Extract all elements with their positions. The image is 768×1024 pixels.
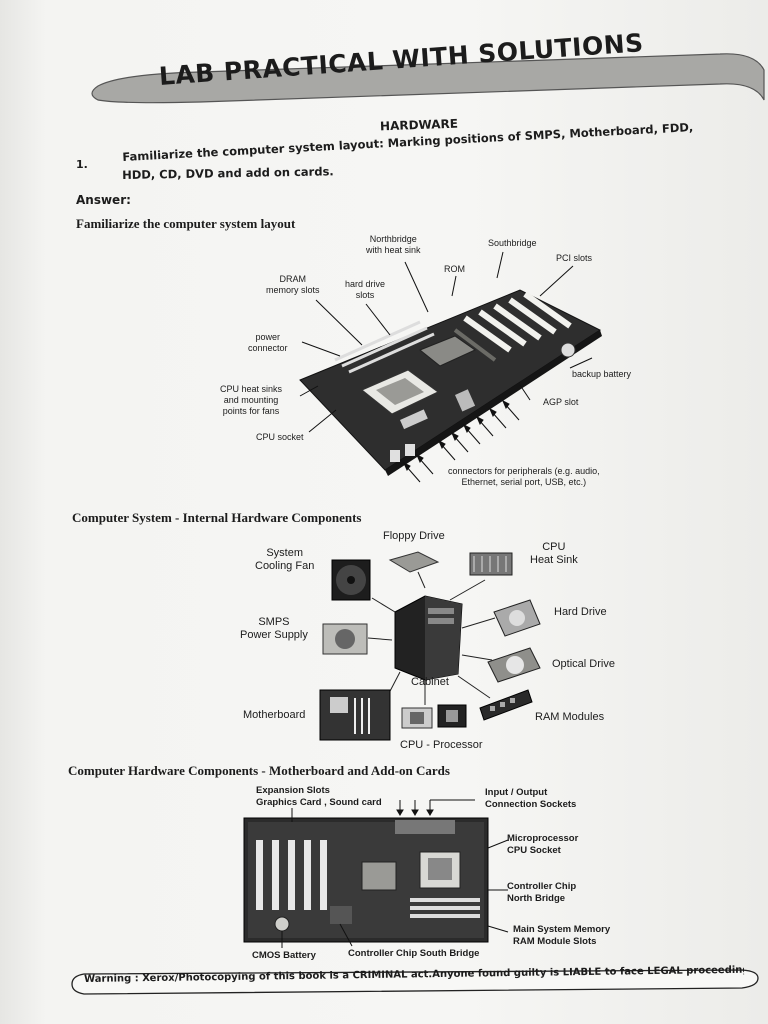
label-cpu-heat-line2: and mounting	[223, 395, 279, 405]
label-cpu-heat-sink: CPU Heat Sink	[530, 541, 578, 567]
label-hdd-line1: hard drive	[345, 279, 386, 289]
label-hdd-line2: slots	[355, 290, 375, 300]
label-cpu-socket: CPU socket	[256, 432, 304, 442]
label-dram-line2: memory slots	[266, 285, 320, 295]
label-north-line2: North Bridge	[507, 893, 566, 904]
label-connectors-line2: Ethernet, serial port, USB, etc.)	[461, 477, 587, 487]
label-cabinet: Cabinet	[411, 676, 449, 688]
label-micro-line2: CPU Socket	[507, 845, 561, 856]
label-floppy-drive: Floppy Drive	[383, 530, 445, 542]
label-north-bridge: Controller Chip North Bridge	[507, 881, 576, 905]
label-smps: SMPS Power Supply	[240, 616, 308, 642]
label-expansion-line2: Graphics Card , Sound card	[256, 797, 382, 808]
label-cmos-battery: CMOS Battery	[252, 950, 316, 961]
label-smps-line2: Power Supply	[240, 629, 308, 641]
label-peripheral-connectors: connectors for peripherals (e.g. audio, …	[448, 466, 600, 488]
label-cooling-line2: Cooling Fan	[255, 560, 315, 572]
label-hard-drive: Hard Drive	[554, 606, 607, 618]
label-microprocessor: Microprocessor CPU Socket	[507, 833, 578, 857]
label-expansion-line1: Expansion Slots	[256, 785, 330, 796]
label-micro-line1: Microprocessor	[507, 833, 579, 844]
label-io-sockets: Input / Output Connection Sockets	[485, 787, 576, 811]
label-memory-line2: RAM Module Slots	[513, 936, 597, 947]
label-motherboard: Motherboard	[243, 709, 306, 721]
question-text-line2: HDD, CD, DVD and add on cards.	[122, 164, 334, 182]
label-cpu-sink-line2: Heat Sink	[530, 554, 578, 566]
label-power-line2: connector	[248, 343, 288, 353]
label-optical-drive: Optical Drive	[552, 658, 615, 670]
label-power-line1: power	[255, 332, 281, 342]
label-northbridge-line2: with heat sink	[366, 245, 421, 255]
section-title: HARDWARE	[379, 116, 459, 134]
label-power-connector: power connector	[248, 332, 288, 354]
label-hard-drive-slots: hard drive slots	[345, 279, 385, 301]
label-dram: DRAM memory slots	[266, 274, 320, 296]
label-backup-battery: backup battery	[572, 369, 632, 379]
label-cpu-heat-sinks: CPU heat sinks and mounting points for f…	[220, 384, 282, 417]
label-northbridge-line1: Northbridge	[369, 234, 417, 244]
fig3-heading: Computer Hardware Components - Motherboa…	[68, 763, 450, 778]
label-northbridge: Northbridge with heat sink	[366, 234, 421, 256]
label-main-memory: Main System Memory RAM Module Slots	[513, 924, 610, 948]
label-north-line1: Controller Chip	[507, 881, 577, 892]
label-dram-line1: DRAM	[279, 274, 307, 284]
label-smps-line1: SMPS	[258, 616, 290, 628]
label-cpu-heat-line3: points for fans	[222, 406, 280, 416]
title-banner: LAB PRACTICAL WITH SOLUTIONS	[80, 28, 765, 118]
label-southbridge: Southbridge	[488, 238, 537, 248]
label-rom: ROM	[444, 264, 465, 274]
label-connectors-line1: connectors for peripherals (e.g. audio,	[448, 466, 600, 476]
label-agp-slot: AGP slot	[543, 397, 579, 407]
label-cooling-line1: System	[266, 547, 303, 559]
question-number: 1.	[76, 158, 88, 171]
fig2-heading: Computer System - Internal Hardware Comp…	[72, 510, 362, 525]
label-cpu-processor: CPU - Processor	[400, 739, 483, 751]
label-io-line2: Connection Sockets	[485, 799, 577, 810]
label-expansion-slots: Expansion Slots Graphics Card , Sound ca…	[256, 785, 382, 809]
label-cpu-heat-line1: CPU heat sinks	[220, 384, 283, 394]
label-memory-line1: Main System Memory	[513, 924, 611, 935]
label-system-cooling-fan: System Cooling Fan	[255, 547, 314, 573]
label-ram-modules: RAM Modules	[535, 711, 605, 723]
label-pci-slots: PCI slots	[556, 253, 593, 263]
warning-footer: Warning : Xerox/Photocopying of this boo…	[70, 965, 760, 996]
label-south-bridge: Controller Chip South Bridge	[348, 948, 480, 959]
fig1-heading: Familiarize the computer system layout	[76, 216, 296, 231]
answer-label: Answer:	[76, 193, 131, 207]
label-cpu-sink-line1: CPU	[542, 541, 566, 553]
label-io-line1: Input / Output	[485, 787, 548, 798]
